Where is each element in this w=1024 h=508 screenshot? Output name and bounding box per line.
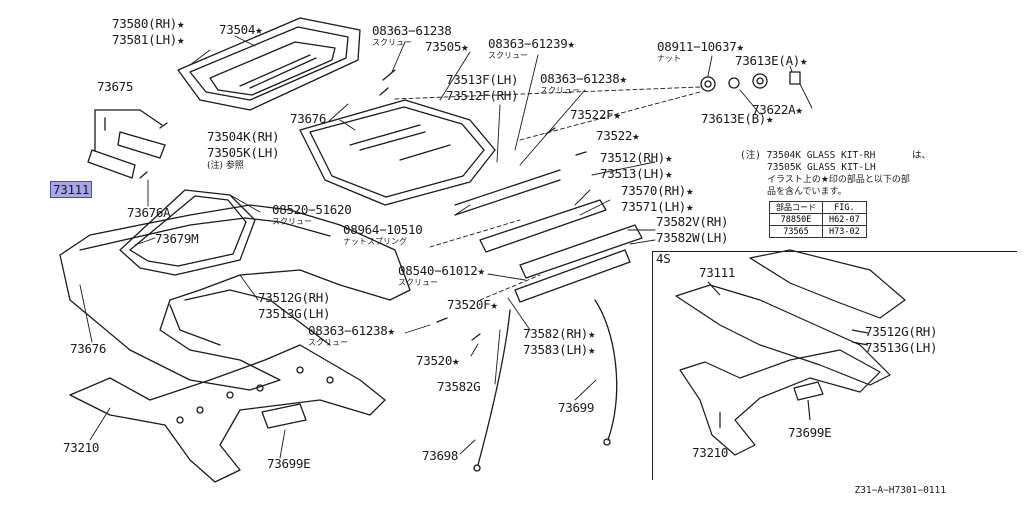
label-08911-10637-sub: ナット <box>657 54 681 63</box>
label-73504k[interactable]: 73504K(RH) <box>207 129 280 144</box>
label-08363-61238-a-sub: スクリュー <box>372 38 412 47</box>
inset-label-73111[interactable]: 73111 <box>699 265 736 280</box>
inset-4s-frame <box>652 251 1017 480</box>
label-73676-top[interactable]: 73676 <box>290 111 327 126</box>
label-08540-61012-sub: スクリュー <box>398 278 438 287</box>
dashed-reference-lines <box>394 86 701 301</box>
label-73505[interactable]: 73505★ <box>425 39 469 54</box>
label-08520-51620[interactable]: 08520−51620 <box>272 202 352 217</box>
label-73504[interactable]: 73504★ <box>219 22 263 37</box>
label-08540-61012[interactable]: 08540−61012★ <box>398 263 485 278</box>
table-cell[interactable]: 73565 <box>769 225 823 238</box>
label-73613e-b[interactable]: 73613E(B)★ <box>701 111 774 126</box>
label-08363-61238-a[interactable]: 08363−61238 <box>372 23 452 38</box>
bracket-73675-drawing <box>87 109 166 179</box>
sunroof-frame-drawing <box>177 17 361 111</box>
table-cell[interactable]: H73-02 <box>822 225 867 238</box>
label-08363-61238-b[interactable]: 08363−61238★ <box>540 71 627 86</box>
label-08964-10510-sub: ナットスプリング <box>343 237 407 246</box>
diagram-code: Z31−A−H7301−0111 <box>854 485 946 496</box>
label-73582g[interactable]: 73582G <box>437 379 481 394</box>
label-73570[interactable]: 73570(RH)★ <box>621 183 694 198</box>
leader-lines <box>79 35 813 459</box>
glass-kit-parts-table: 部品コード FIG. 78850E H62-07 73565 H73-02 <box>769 201 867 238</box>
label-08363-61238-c-sub: スクリュー <box>308 338 348 347</box>
label-08363-61239[interactable]: 08363−61239★ <box>488 36 575 51</box>
glass-kit-note-line1: (注) 73504K GLASS KIT-RH <box>740 150 876 161</box>
label-73613e-a[interactable]: 73613E(A)★ <box>735 53 808 68</box>
label-73111-highlighted[interactable]: 73111 <box>50 181 93 198</box>
inset-drawing <box>675 249 906 456</box>
glass-kit-note-line3: イラスト上の★印の部品と以下の部 <box>767 175 910 185</box>
table-row: 73565 H73-02 <box>769 225 867 238</box>
label-73522[interactable]: 73522★ <box>596 128 640 143</box>
inset-label-73699e[interactable]: 73699E <box>788 425 832 440</box>
label-73513g[interactable]: 73513G(LH) <box>258 306 331 321</box>
label-73676a[interactable]: 73676A <box>127 205 171 220</box>
label-73582v[interactable]: 73582V(RH) <box>656 214 729 229</box>
label-08964-10510[interactable]: 08964−10510 <box>343 222 423 237</box>
label-73513f[interactable]: 73513F(LH) <box>446 72 519 87</box>
inset-label-73210[interactable]: 73210 <box>692 445 729 460</box>
nut-drawings <box>700 71 801 92</box>
label-73210[interactable]: 73210 <box>63 440 100 455</box>
table-cell[interactable]: H62-07 <box>822 213 867 226</box>
glass-kit-note-line1b: は、 <box>912 150 932 161</box>
label-73699[interactable]: 73699 <box>558 400 595 415</box>
inset-title: 4S <box>656 251 671 266</box>
inset-label-73513g[interactable]: 73513G(LH) <box>865 340 938 355</box>
label-73512g[interactable]: 73512G(RH) <box>258 290 331 305</box>
label-73513-lh[interactable]: 73513(LH)★ <box>600 166 673 181</box>
label-73676[interactable]: 73676 <box>70 341 107 356</box>
table-cell[interactable]: 78850E <box>769 213 823 226</box>
label-73512f[interactable]: 73512F(RH) <box>446 88 519 103</box>
label-73580[interactable]: 73580(RH)★ <box>112 16 185 31</box>
label-73522f[interactable]: 73522F★ <box>570 107 621 122</box>
label-73675[interactable]: 73675 <box>97 79 134 94</box>
label-73520f[interactable]: 73520F★ <box>447 297 498 312</box>
label-73622a[interactable]: 73622A★ <box>752 102 803 117</box>
glass-panel-drawing <box>299 99 496 206</box>
label-08363-61238-b-sub: スクリュー <box>540 86 580 95</box>
roof-panel-drawing <box>59 189 411 391</box>
label-08911-10637[interactable]: 08911−10637★ <box>657 39 744 54</box>
table-header-fig: FIG. <box>822 201 867 214</box>
pad-73699e-drawing <box>261 403 307 429</box>
label-73699e[interactable]: 73699E <box>267 456 311 471</box>
label-73512-rh[interactable]: 73512(RH)★ <box>600 150 673 165</box>
table-header-part-code: 部品コード <box>769 201 823 214</box>
screw-drawings <box>139 69 587 341</box>
label-73581[interactable]: 73581(LH)★ <box>112 32 185 47</box>
table-header-row: 部品コード FIG. <box>769 201 867 214</box>
glass-kit-note-line4: 品を含んでいます。 <box>767 187 847 197</box>
label-73679m[interactable]: 73679M <box>155 231 199 246</box>
glass-kit-note-line2: 73505K GLASS KIT-LH <box>767 162 876 173</box>
label-73583-lh[interactable]: 73583(LH)★ <box>523 342 596 357</box>
label-73505k[interactable]: 73505K(LH) <box>207 145 280 160</box>
label-73582w[interactable]: 73582W(LH) <box>656 230 729 245</box>
inset-label-73512g[interactable]: 73512G(RH) <box>865 324 938 339</box>
rail-drawing <box>454 169 643 303</box>
label-73571[interactable]: 73571(LH)★ <box>621 199 694 214</box>
label-08363-61238-c[interactable]: 08363−61238★ <box>308 323 395 338</box>
label-73698[interactable]: 73698 <box>422 448 459 463</box>
label-08363-61239-sub: スクリュー <box>488 51 528 60</box>
table-row: 78850E H62-07 <box>769 213 867 226</box>
label-08520-51620-sub: スクリュー <box>272 217 312 226</box>
label-73520[interactable]: 73520★ <box>416 353 460 368</box>
label-73582-rh[interactable]: 73582(RH)★ <box>523 326 596 341</box>
roof-frame-drawing <box>69 289 386 483</box>
drain-hose-drawing <box>473 299 618 472</box>
label-73504k-note: (注) 参照 <box>207 161 244 171</box>
